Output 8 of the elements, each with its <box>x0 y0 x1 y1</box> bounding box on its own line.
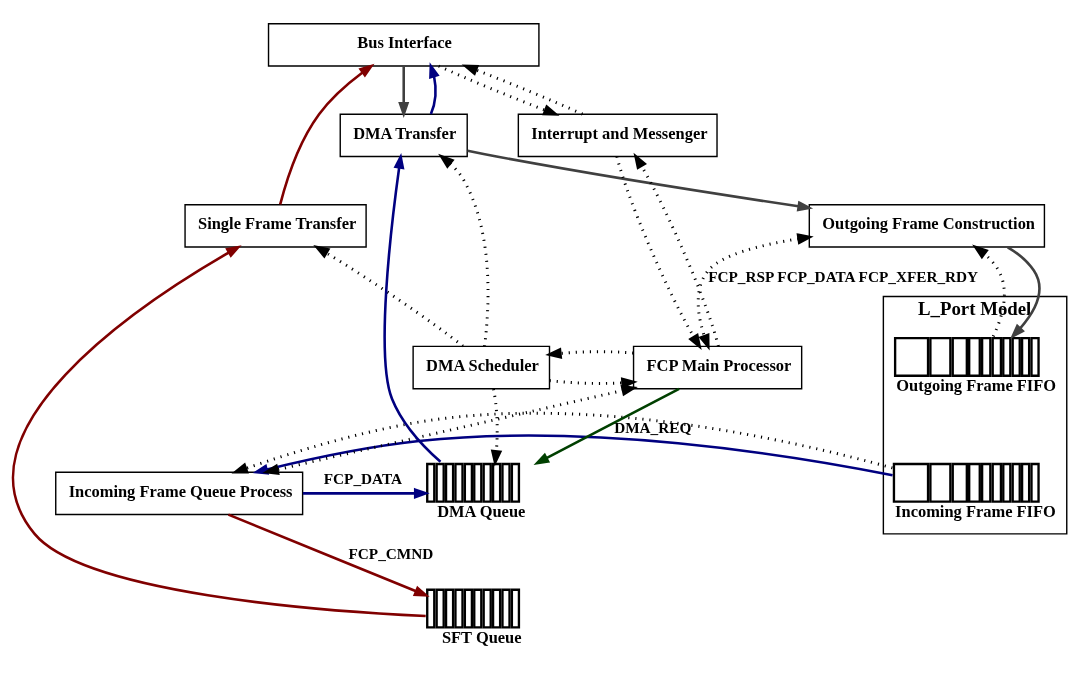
edge-label: FCP_CMND <box>348 544 434 562</box>
node-label: SFT Queue <box>441 627 522 647</box>
node-label: Outgoing Frame FIFO <box>896 375 1057 395</box>
edge-label: FCP_DATA <box>323 469 403 487</box>
node-label: DMA Queue <box>437 501 526 521</box>
node-label: Incoming Frame FIFO <box>895 501 1056 521</box>
edge-label: DMA_REQ <box>614 418 692 436</box>
edge-label: FCP_RSP FCP_DATA FCP_XFER_RDY <box>708 267 979 285</box>
